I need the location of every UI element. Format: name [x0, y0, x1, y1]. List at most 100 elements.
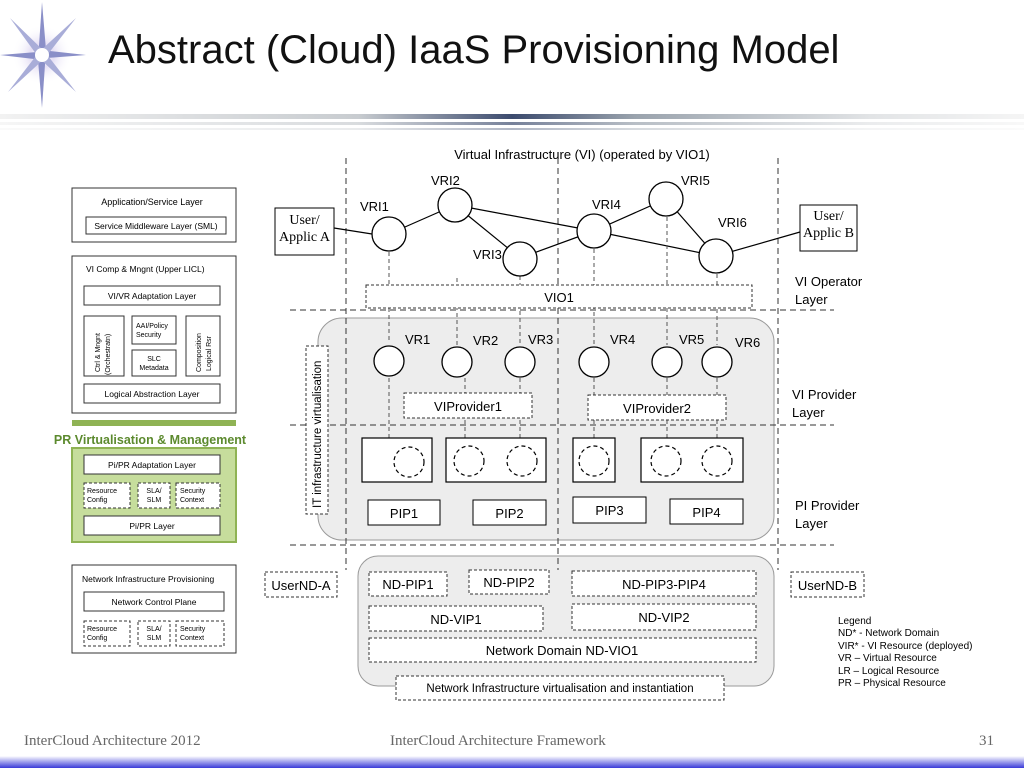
- pi-pr-adaptation-box: [83, 454, 221, 475]
- nd-pip3-pip4-label: ND-PIP3-PIP4: [622, 577, 706, 592]
- vi-title: Virtual Infrastructure (VI) (operated by…: [454, 147, 710, 162]
- net-sla-box: [137, 620, 171, 647]
- ni-virtualisation-box: [395, 675, 725, 701]
- viprovider2-label: VIProvider2: [623, 401, 691, 416]
- vri3-label: VRI3: [473, 247, 502, 262]
- slc-metadata-box: [131, 349, 177, 377]
- vri3-node: [502, 241, 538, 277]
- network-control-box: [83, 591, 225, 612]
- nd-vip1-label: ND-VIP1: [430, 612, 481, 627]
- aai-policy-label-2: Security: [136, 332, 162, 339]
- net-resource-label-2: Config: [87, 635, 107, 642]
- pip2-label: PIP2: [495, 506, 523, 521]
- nd-pip2-box: [468, 569, 550, 595]
- nd-vip1-box: [368, 605, 544, 632]
- network-control-label: Network Control Plane: [111, 597, 196, 607]
- pip1-box: [367, 499, 441, 526]
- vr3-label: VR3: [528, 332, 553, 347]
- application-layer-title: Application/Service Layer: [101, 197, 203, 207]
- user-applic-a-line1: User/: [289, 213, 319, 228]
- logical-abstraction-label: Logical Abstraction Layer: [105, 389, 200, 399]
- vr5-label: VR5: [679, 332, 704, 347]
- ctrl-mngnt-label-1: Ctrl & Mngnt: [95, 333, 102, 372]
- vri5-node: [648, 181, 684, 217]
- vi-vr-adaptation-label: VI/VR Adaptation Layer: [108, 291, 197, 301]
- net-sla-label-2: SLM: [147, 635, 162, 642]
- vri4-label: VRI4: [592, 197, 621, 212]
- vr1-label: VR1: [405, 332, 430, 347]
- vr5-node: [651, 346, 683, 378]
- user-applic-a-line2: Applic A: [279, 230, 331, 245]
- vri5-label: VRI5: [681, 173, 710, 188]
- network-domain-label: Network Domain ND-VIO1: [486, 643, 638, 658]
- composition-label-2: Logical Rsr: [206, 335, 213, 371]
- legend-title: Legend: [838, 616, 872, 627]
- pr-security-label-2: Context: [180, 497, 204, 504]
- vri1-node: [371, 216, 407, 252]
- user-applic-b-line1: User/: [813, 209, 843, 224]
- vri6-node: [698, 238, 734, 274]
- vio1-box: [365, 284, 753, 309]
- pr-security-label-1: Security: [180, 488, 206, 495]
- user-applic-a-box: [274, 207, 335, 256]
- userND-a-label: UserND-A: [271, 578, 331, 593]
- userND-b-label: UserND-B: [798, 578, 857, 593]
- vr6-label: VR6: [735, 335, 760, 350]
- starburst-logo-icon: [0, 2, 86, 108]
- net-resource-config-box: [83, 620, 131, 647]
- net-security-box: [175, 620, 225, 647]
- vri4-node: [576, 213, 612, 249]
- vr1-node: [373, 345, 405, 377]
- vi-operator-layer-1: VI Operator: [795, 274, 863, 289]
- pi-pr-layer-label: Pi/PR Layer: [129, 521, 175, 531]
- vr3-node: [504, 346, 536, 378]
- pip1-label: PIP1: [390, 506, 418, 521]
- it-virtualisation-label: IT infrastructure virtualisation: [312, 361, 324, 508]
- legend-item: VR – Virtual Resource: [838, 653, 937, 665]
- ctrl-mngnt-label-2: (Orchestratn): [105, 334, 112, 375]
- footer-center: InterCloud Architecture Framework: [390, 733, 606, 749]
- nd-pip3-pip4-box: [571, 570, 757, 597]
- nd-pip1-label: ND-PIP1: [382, 577, 433, 592]
- vi-comp-title: VI Comp & Mngnt (Upper LICL): [86, 264, 205, 274]
- pip3-box: [572, 496, 647, 524]
- ni-virtualisation-label: Network Infrastructure virtualisation an…: [426, 683, 693, 695]
- pr-heading: PR Virtualisation & Management: [54, 433, 247, 447]
- pip4-label: PIP4: [692, 505, 720, 520]
- viprovider1-box: [403, 392, 533, 419]
- vr4-node: [578, 346, 610, 378]
- viprovider2-box: [587, 394, 727, 421]
- composition-label-1: Composition: [196, 333, 203, 372]
- vr2-label: VR2: [473, 333, 498, 348]
- layer-separators: [290, 158, 834, 570]
- nd-pip1-box: [368, 571, 448, 597]
- legend-item: PR – Physical Resource: [838, 678, 946, 690]
- pi-provider-layer-1: PI Provider: [795, 498, 860, 513]
- it-virtualisation-box: [305, 345, 329, 515]
- vr4-label: VR4: [610, 332, 635, 347]
- footer-left: InterCloud Architecture 2012: [24, 733, 201, 749]
- pr-sla-label-1: SLA/: [146, 488, 161, 495]
- vr2-node: [441, 346, 473, 378]
- net-security-label-1: Security: [180, 626, 206, 633]
- net-resource-label-1: Resource: [87, 626, 117, 633]
- aai-policy-label-1: AAI/Policy: [136, 323, 168, 330]
- net-security-label-2: Context: [180, 635, 204, 642]
- nd-vip2-label: ND-VIP2: [638, 610, 689, 625]
- pip2-box: [472, 499, 547, 526]
- composition-box: [185, 315, 221, 377]
- legend: Legend ND* - Network Domain VIR* - VI Re…: [838, 616, 973, 690]
- pip4-box: [669, 498, 744, 525]
- logical-abstraction-box: [83, 383, 221, 404]
- pr-sla-label-2: SLM: [147, 497, 162, 504]
- nd-vip2-box: [571, 603, 757, 631]
- header-divider: [0, 114, 1024, 130]
- slc-label-1: SLC: [147, 356, 161, 363]
- pi-pr-adaptation-label: Pi/PR Adaptation Layer: [108, 460, 196, 470]
- pr-sla-box: [137, 482, 171, 509]
- vr6-node: [701, 346, 733, 378]
- pi-pr-layer-box: [83, 515, 221, 536]
- network-provisioning-title: Network Infrastructure Provisioning: [82, 574, 215, 584]
- user-applic-b-line2: Applic B: [803, 226, 854, 241]
- legend-item: VIR* - VI Resource (deployed): [838, 640, 973, 652]
